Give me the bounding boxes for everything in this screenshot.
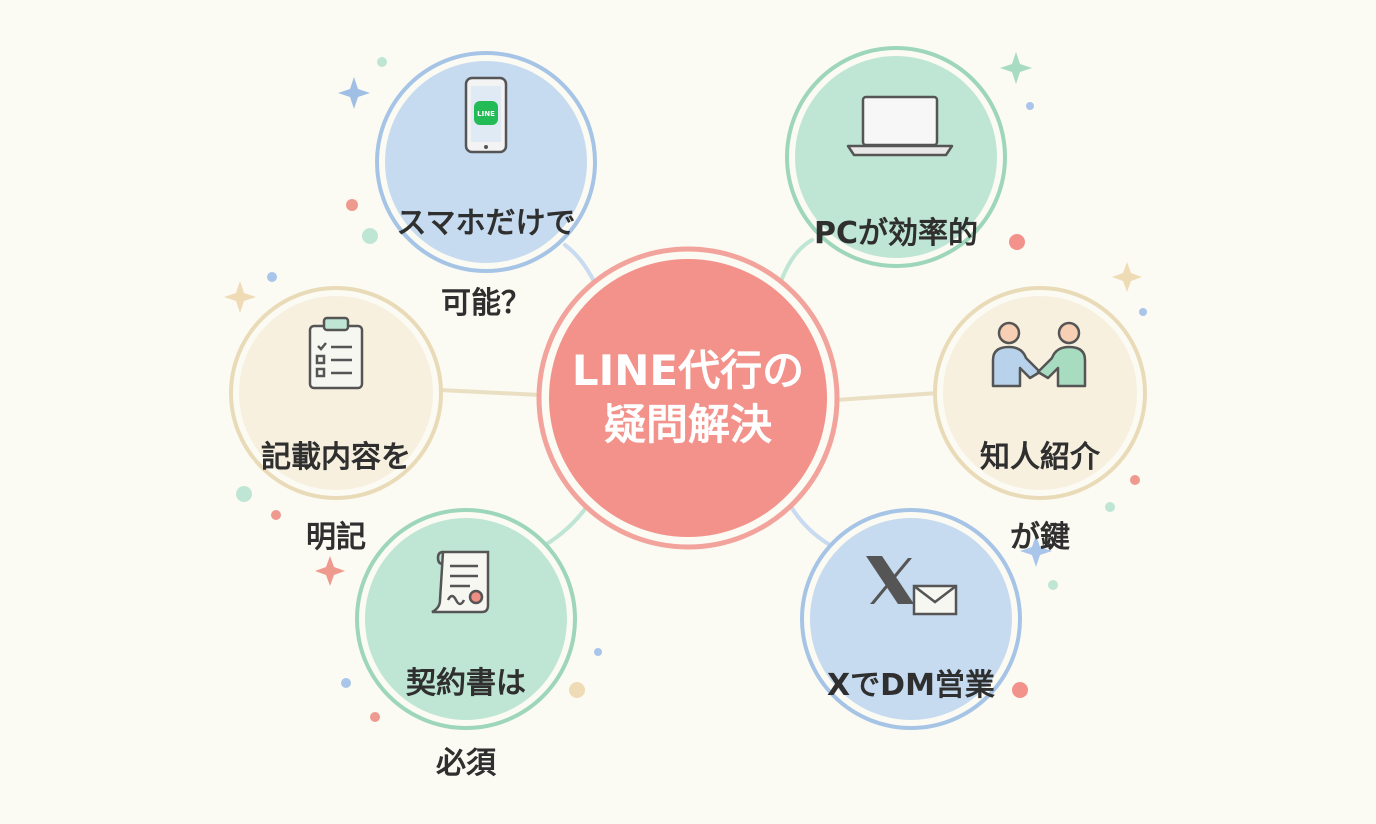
node-xdm-label: XでDM営業: [827, 668, 995, 703]
dot: [594, 648, 602, 656]
dot: [236, 486, 252, 502]
dot: [341, 678, 351, 688]
node-smartphone-label: スマホだけで 可能？: [396, 206, 576, 321]
dot: [1026, 102, 1034, 110]
dot: [1009, 234, 1025, 250]
dot: [1012, 682, 1028, 698]
node-pc: [785, 46, 1007, 268]
sparkle-icon: [315, 556, 345, 586]
dot: [271, 510, 281, 520]
x-mail-icon: [866, 556, 958, 616]
node-contract: [355, 508, 577, 730]
envelope-icon: [912, 584, 958, 616]
clipboard-checklist-icon: [308, 316, 364, 390]
connector-xdm: [788, 503, 832, 547]
contract-scroll-icon: [431, 550, 490, 614]
node-contract-label: 契約書は 必須: [406, 666, 526, 781]
sparkle-icon: [338, 77, 370, 109]
dot: [377, 57, 387, 67]
node-contents: [229, 286, 443, 500]
dot: [267, 272, 277, 282]
smartphone-line-icon: LINE: [464, 76, 508, 154]
sparkle-icon: [1112, 262, 1142, 292]
node-xdm: [800, 508, 1022, 730]
sparkle-icon: [1020, 535, 1052, 567]
node-contents-label: 記載内容を 明記: [261, 440, 411, 555]
connector-referral: [834, 391, 940, 402]
dot: [1048, 580, 1058, 590]
node-referral: [933, 286, 1147, 500]
dot: [370, 712, 380, 722]
node-smartphone: LINE: [375, 51, 597, 273]
dot: [1130, 475, 1140, 485]
center-title-line2: 疑問解決: [603, 400, 772, 449]
sparkle-icon: [224, 281, 256, 313]
dot: [346, 199, 358, 211]
center-node: [536, 246, 840, 550]
connectors: [438, 238, 940, 547]
dot: [1105, 502, 1115, 512]
line-logo-text: LINE: [477, 110, 495, 118]
dot: [1139, 308, 1147, 316]
node-pc-label: PCが効率的: [813, 216, 978, 251]
dot: [362, 228, 378, 244]
dot: [569, 682, 585, 698]
sparkle-icon: [1000, 52, 1032, 84]
handshake-icon: [991, 321, 1087, 388]
connector-contents: [438, 388, 542, 397]
laptop-icon: [846, 95, 954, 157]
center-title: LINE代行の 疑問解決: [558, 344, 818, 452]
mind-map-diagram: LINE: [224, 46, 1147, 730]
center-title-line1: LINE代行の: [571, 346, 805, 395]
connector-contract: [543, 503, 590, 547]
node-referral-label: 知人紹介 が鍵: [980, 440, 1100, 555]
decorations: [224, 52, 1147, 722]
